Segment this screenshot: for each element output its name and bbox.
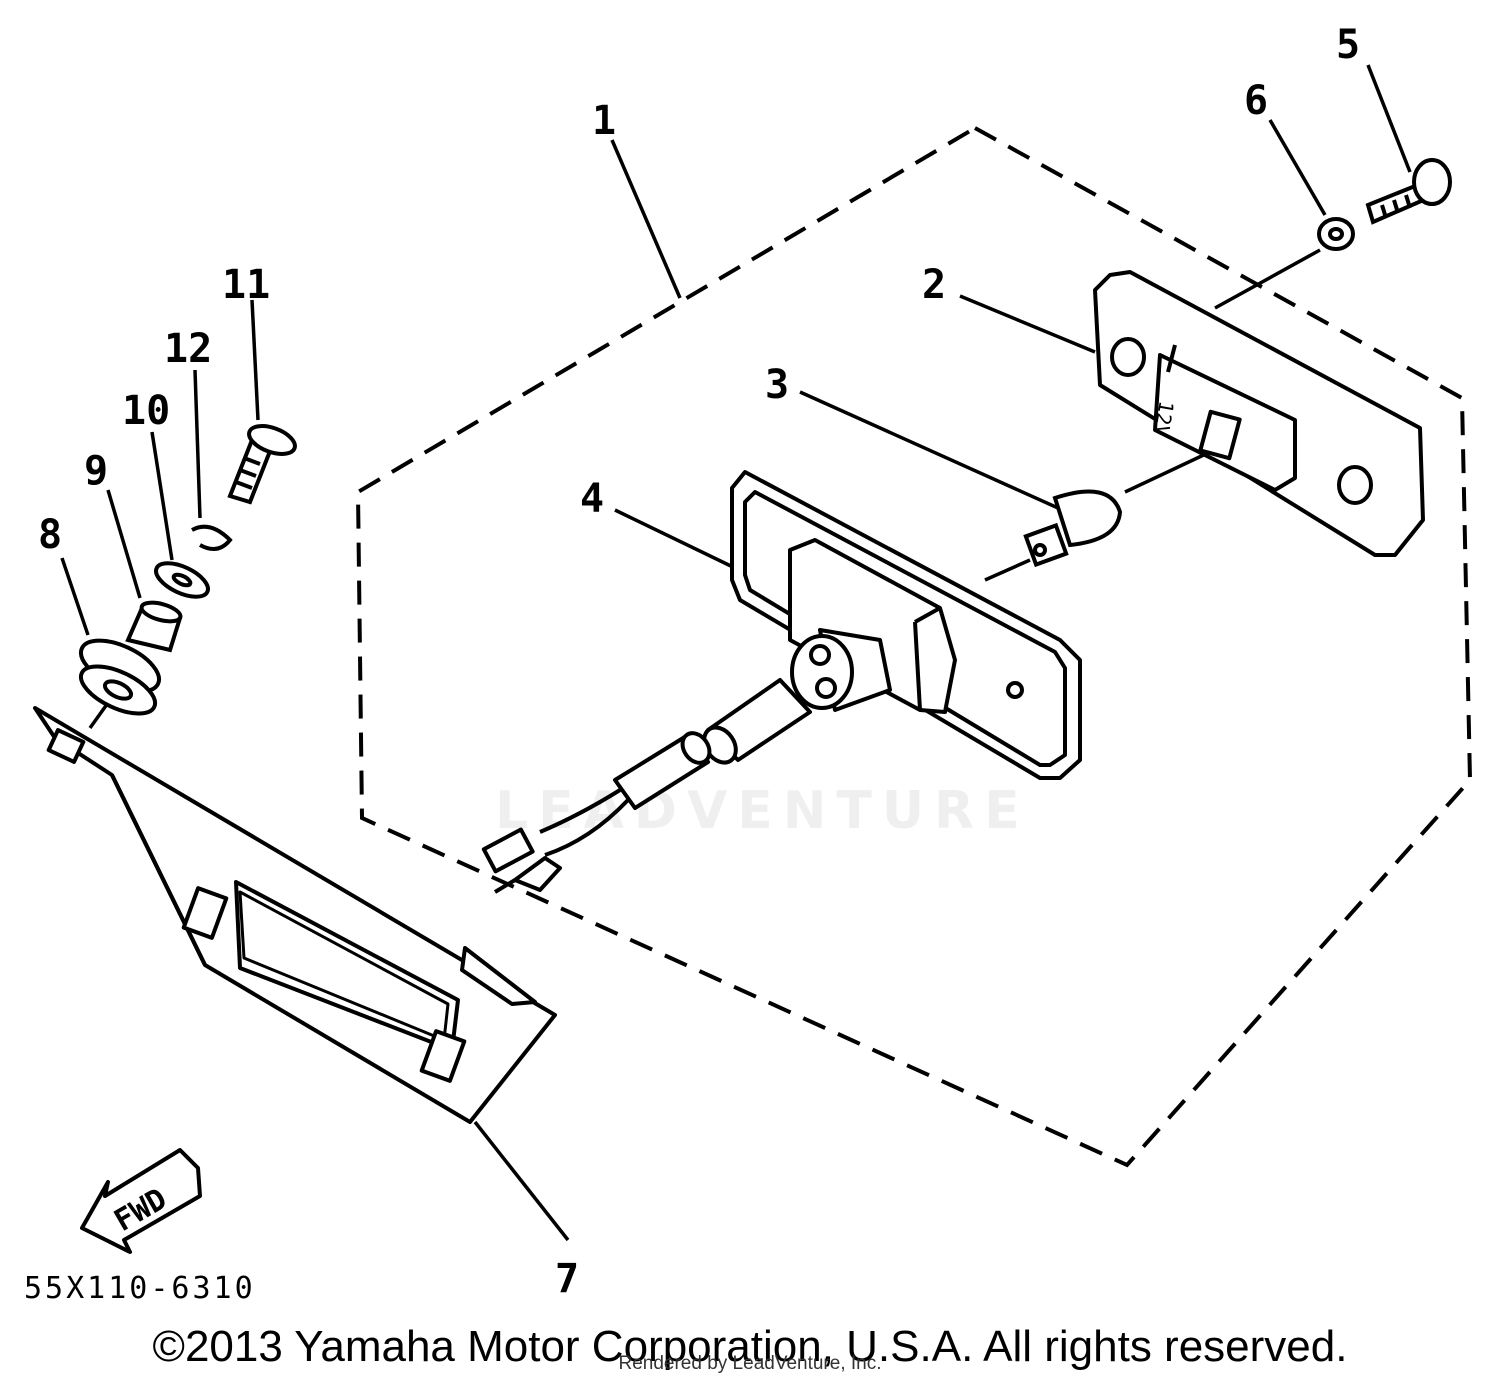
bulb-part-3 [1023,489,1123,568]
wire-harness [481,678,812,894]
rendered-by-credit: Rendered by LeadVenture, Inc. [618,1353,882,1374]
grommet-part-8 [78,638,161,716]
bolt-part-11 [227,424,297,505]
callout-3: 3 [765,362,789,408]
callout-8: 8 [38,512,62,558]
collar-part-9 [125,600,183,653]
callout-9: 9 [84,448,108,494]
callout-12: 12 [164,326,212,372]
washer-part-6 [1317,217,1355,251]
copyright-notice: ©2013 Yamaha Motor Corporation, U.S.A. A… [152,1322,1348,1371]
assembly-dashed-outline [355,125,1473,1168]
callout-7: 7 [555,1256,579,1302]
fwd-arrow-icon [80,1148,202,1254]
license-bracket-part-7 [33,706,557,1124]
screw-part-5 [1365,158,1452,225]
callout-1: 1 [592,98,616,144]
clip-part-12 [191,524,233,551]
watermark: LEADVENTURE [495,781,1030,841]
washer-part-10 [154,561,210,599]
lamp-base-part-2 [1093,270,1425,557]
callout-2: 2 [922,262,946,308]
callout-10: 10 [122,388,170,434]
callout-5: 5 [1336,22,1360,68]
callout-11: 11 [222,262,270,308]
callout-4: 4 [580,476,604,522]
leader-lines [60,64,1412,1242]
lamp-lens-part-4 [730,470,1082,780]
callout-6: 6 [1244,78,1268,124]
diagram-part-code: 55X110-6310 [24,1271,256,1306]
